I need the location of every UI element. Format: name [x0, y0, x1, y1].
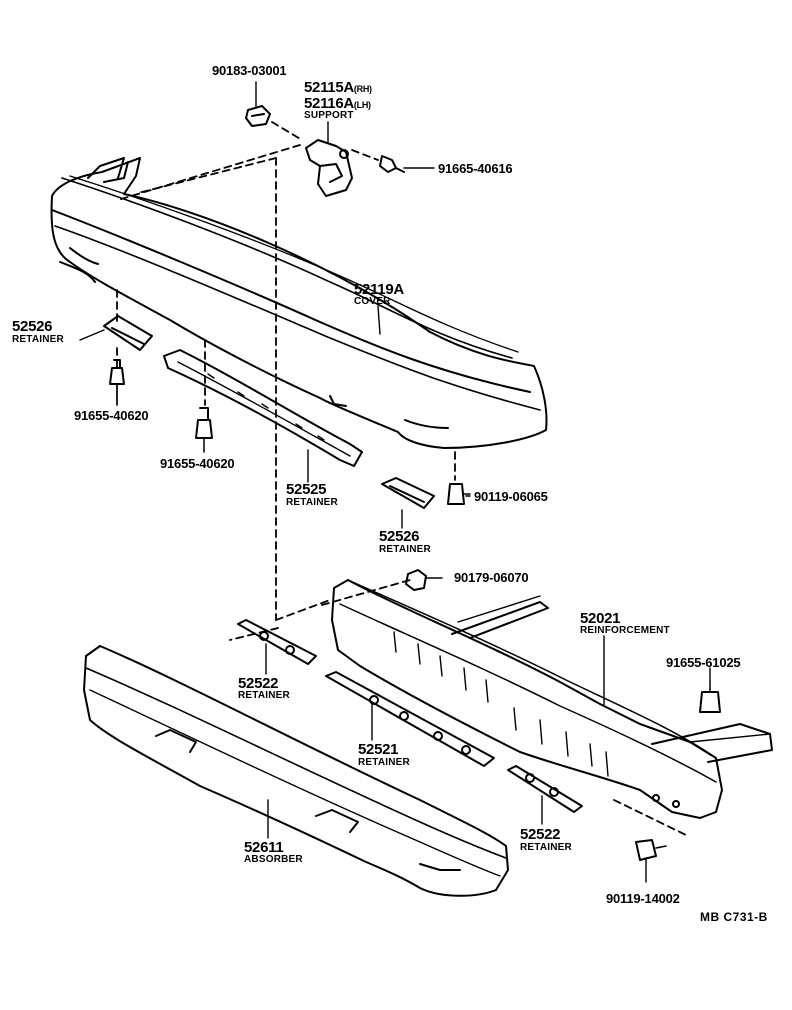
bolt-left-outer-number: 91655-40620: [74, 408, 149, 423]
bolt-bottom-number: 90119-14002: [606, 891, 680, 906]
support-number-rh: 52115A(RH): [304, 79, 372, 96]
bolt-right-drawing: [447, 483, 471, 505]
retainer-left-name: RETAINER: [12, 334, 64, 345]
retainer-left-number: 52526: [12, 318, 53, 335]
leader-lines: [79, 81, 711, 883]
retainer-abs-right-drawing: [507, 765, 583, 813]
bolt-support-number: 91665-40616: [438, 161, 513, 176]
support-number-lh: 52116A(LH): [304, 95, 371, 112]
diagram-reference: MB C731-B: [700, 910, 768, 924]
retainer-abs-center-number: 52521: [358, 741, 399, 758]
retainer-abs-right-name: RETAINER: [520, 842, 572, 853]
reinforcement-name: REINFORCEMENT: [580, 625, 670, 636]
retainer-right-drawing: [381, 477, 435, 509]
bolt-support-drawing: [379, 155, 405, 173]
reinforcement-drawing: [331, 579, 773, 819]
retainer-left-drawing: [103, 315, 153, 351]
bolt-left-inner-drawing: [195, 407, 213, 453]
retainer-right-number: 52526: [379, 528, 420, 545]
bolt-reinf-number: 91655-61025: [666, 655, 741, 670]
support-name: SUPPORT: [304, 110, 354, 121]
support-drawing: [305, 139, 353, 197]
bolt-bottom-drawing: [635, 839, 667, 861]
retainer-center-drawing: [163, 349, 363, 467]
bolt-reinf-drawing: [699, 679, 721, 713]
retainer-abs-left-drawing: [237, 619, 317, 665]
retainer-abs-left-number: 52522: [238, 675, 279, 692]
clip-support-number: 90183-03001: [212, 63, 287, 78]
retainer-abs-right-number: 52522: [520, 826, 561, 843]
retainer-abs-left-name: RETAINER: [238, 690, 290, 701]
nut-number: 90179-06070: [454, 570, 529, 585]
reinforcement-number: 52021: [580, 610, 621, 627]
cover-name: COVER: [354, 296, 391, 307]
clip-drawing: [245, 105, 271, 127]
retainer-center-name: RETAINER: [286, 497, 338, 508]
bolt-right-number: 90119-06065: [474, 489, 548, 504]
absorber-number: 52611: [244, 839, 284, 856]
retainer-abs-center-name: RETAINER: [358, 757, 410, 768]
absorber-drawing: [83, 645, 509, 897]
support-lh-tag: (LH): [353, 100, 371, 110]
cover-number: 52119A: [354, 281, 404, 298]
support-rh-tag: (RH): [353, 84, 372, 94]
cover-drawing: [50, 157, 548, 449]
absorber-name: ABSORBER: [244, 854, 303, 865]
retainer-right-name: RETAINER: [379, 544, 431, 555]
retainer-center-number: 52525: [286, 481, 327, 498]
bolt-left-inner-number: 91655-40620: [160, 456, 235, 471]
nut-drawing: [405, 569, 443, 591]
retainer-abs-center-drawing: [325, 671, 495, 767]
